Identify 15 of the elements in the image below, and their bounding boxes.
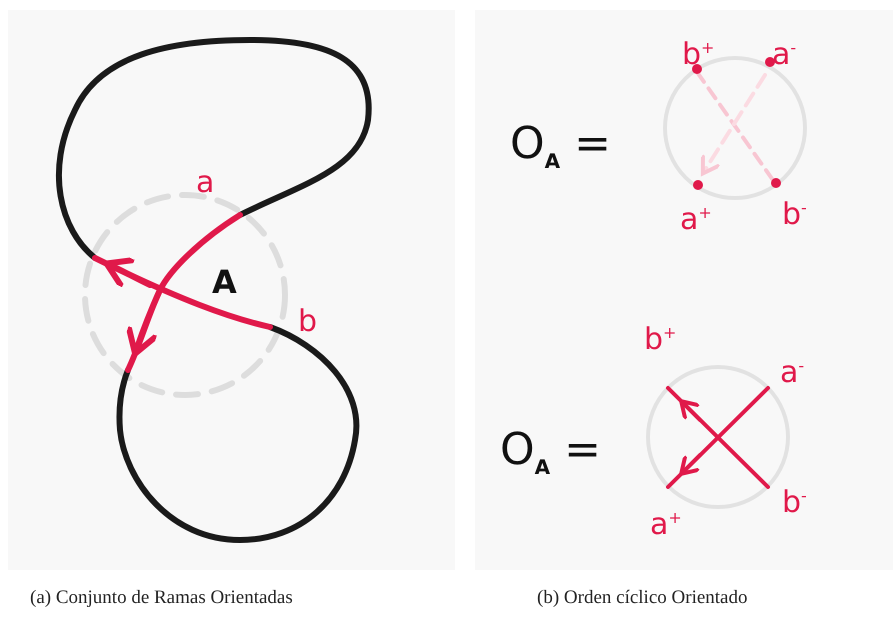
endpoint-label: a$^{-}$ (772, 40, 796, 70)
variable-label: b (298, 307, 318, 337)
endpoint-label: b$^{-}$ (782, 488, 807, 518)
order-symbol: O$_{A}$ = (500, 428, 601, 477)
endpoint-label: a$^{+}$ (650, 510, 682, 540)
endpoint-label: b$^{+}$ (682, 40, 714, 70)
caption: (a) Conjunto de Ramas Orientadas (30, 588, 293, 607)
endpoint-label: b$^{-}$ (782, 200, 807, 230)
point-label: A (212, 266, 237, 298)
endpoint-label: a$^{+}$ (680, 205, 712, 235)
endpoint-label: b$^{+}$ (644, 325, 676, 355)
variable-label: a (196, 168, 214, 198)
endpoint-label: a$^{-}$ (780, 358, 804, 388)
order-symbol: O$_{A}$ = (510, 122, 611, 171)
caption: (b) Orden cíclico Orientado (537, 588, 748, 607)
